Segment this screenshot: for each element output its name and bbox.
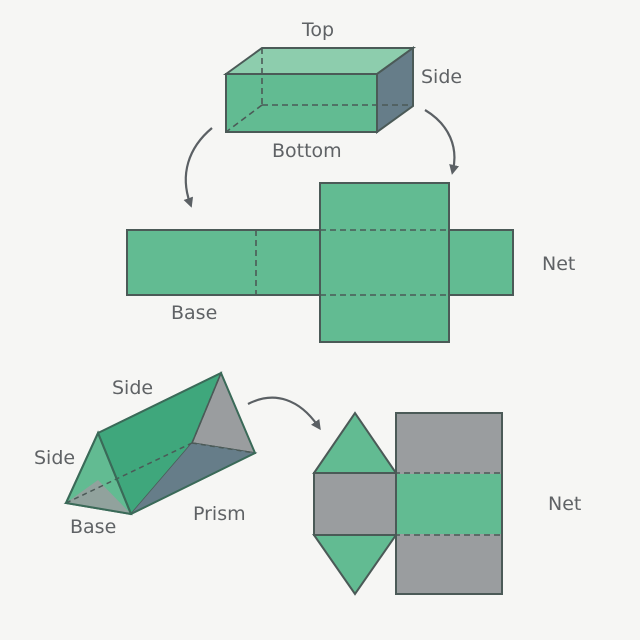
box-front-face [225, 73, 378, 133]
label-side: Side [421, 66, 463, 88]
label-net-prism: Net [548, 493, 582, 515]
prism-right-side-face [131, 443, 255, 514]
label-bottom: Bottom [272, 140, 342, 162]
triangular-prism [63, 371, 258, 516]
label-prism-side-left: Side [34, 447, 76, 469]
label-prism: Prism [193, 503, 246, 525]
arrow-prism-icon [247, 396, 321, 431]
arrow-left-icon [183, 127, 213, 208]
label-net-box: Net [542, 253, 576, 275]
label-prism-side-top: Side [112, 377, 154, 399]
rectangular-box [222, 46, 417, 134]
label-prism-base: Base [70, 516, 117, 538]
label-base: Base [171, 302, 218, 324]
box-hidden-edges [225, 48, 413, 133]
prism-net [312, 411, 503, 596]
label-top: Top [302, 19, 335, 41]
arrow-right-icon [424, 109, 459, 175]
box-net [126, 182, 514, 343]
